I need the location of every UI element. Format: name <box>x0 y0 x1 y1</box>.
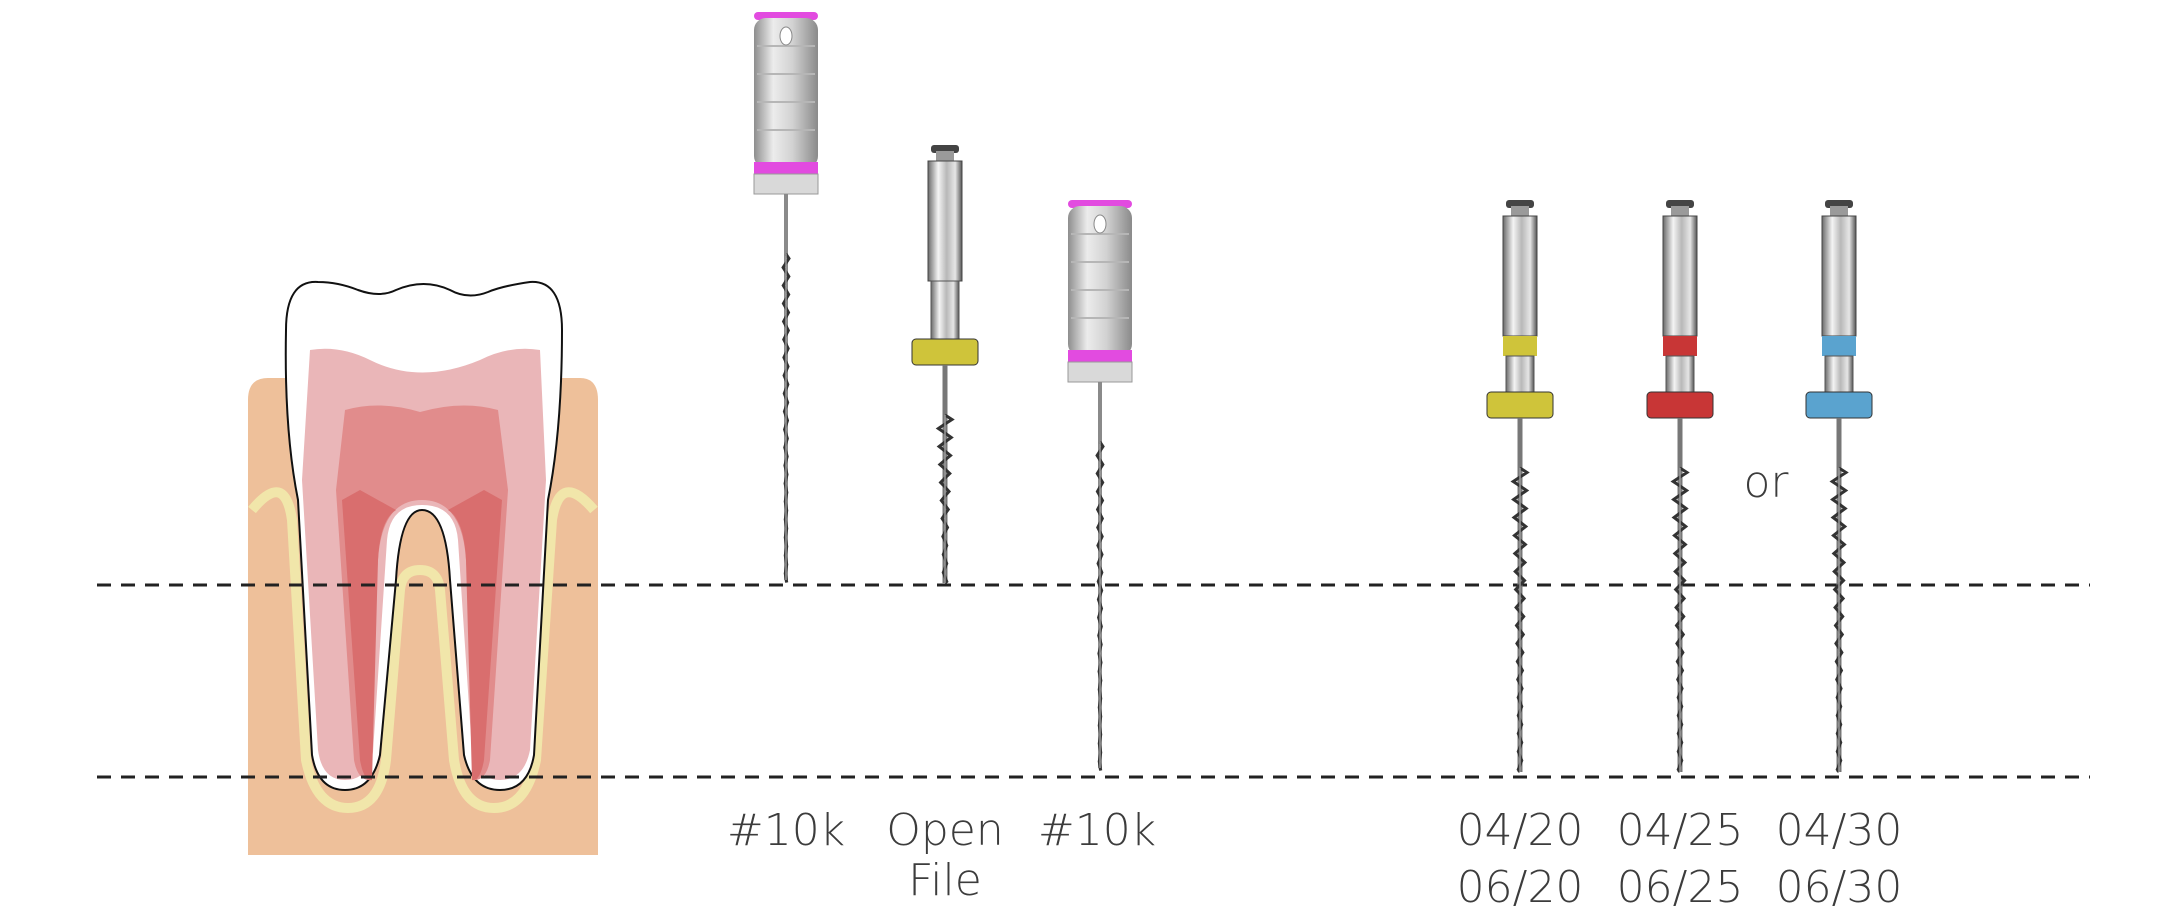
label-rotary-yellow-line1: 04/20 <box>1457 805 1584 856</box>
tooth-illustration <box>248 280 598 855</box>
shank <box>1821 215 1857 337</box>
handle-ring-accent <box>754 162 818 174</box>
hand-file-1 <box>753 12 819 583</box>
shank-lower <box>1665 355 1695 393</box>
shank <box>927 160 963 282</box>
latch-neck <box>1671 206 1689 216</box>
rubber-stopper <box>911 338 979 366</box>
root-canal-right <box>448 490 502 781</box>
label-rotary-red-line2: 06/25 <box>1617 862 1744 909</box>
rubber-stopper <box>1805 391 1873 419</box>
latch-neck <box>1511 206 1529 216</box>
label-rotary-blue-line2: 06/30 <box>1776 862 1903 909</box>
latch-neck <box>936 151 954 161</box>
label-open-file-line1: Open <box>886 805 1004 856</box>
rubber-stopper <box>1486 391 1554 419</box>
or-text: or <box>1743 457 1789 508</box>
shank <box>1662 215 1698 337</box>
rubber-stopper <box>1646 391 1714 419</box>
color-ring <box>1663 336 1697 356</box>
handle-hole <box>1093 214 1107 234</box>
shank-lower <box>930 280 960 340</box>
handle-base <box>753 173 819 195</box>
handle-ring-accent <box>1068 350 1132 362</box>
label-open-file-line2: File <box>908 855 982 906</box>
label-rotary-blue-line1: 04/30 <box>1776 805 1903 856</box>
label-hand-file-2: #10k <box>1038 805 1156 856</box>
handle-base <box>1067 361 1133 383</box>
root-canal-left <box>342 490 396 781</box>
instrument-labels: #10k Open File #10k 04/20 06/20 04/25 06… <box>727 457 1903 909</box>
label-rotary-red-line1: 04/25 <box>1617 805 1744 856</box>
handle-hole <box>779 26 793 46</box>
label-hand-file-1: #10k <box>727 805 845 856</box>
instrument-group <box>753 12 1873 773</box>
rotary-yellow <box>1486 200 1554 773</box>
hand-file-3 <box>1067 200 1133 771</box>
color-ring <box>1503 336 1537 356</box>
open-file <box>911 145 979 585</box>
shank-lower <box>1505 355 1535 393</box>
shank <box>1502 215 1538 337</box>
latch-neck <box>1830 206 1848 216</box>
shank-lower <box>1824 355 1854 393</box>
rotary-blue <box>1805 200 1873 773</box>
label-rotary-yellow-line2: 06/20 <box>1457 862 1584 909</box>
color-ring <box>1822 336 1856 356</box>
bone-crest-line <box>248 487 598 814</box>
rotary-red <box>1646 200 1714 773</box>
pulp-chamber <box>336 405 508 781</box>
